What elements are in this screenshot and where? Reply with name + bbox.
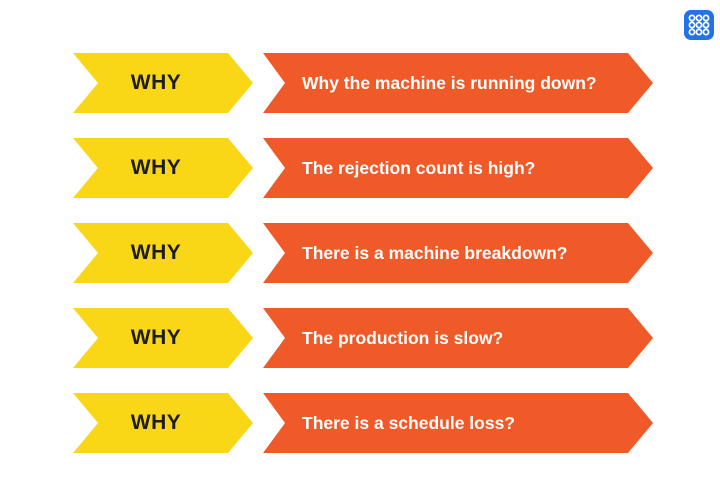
why-arrow-shape: WHY — [73, 393, 253, 453]
question-arrow-shape: There is a machine breakdown? — [263, 223, 653, 283]
why-label: WHY — [130, 71, 182, 94]
why-label: WHY — [130, 411, 182, 434]
question-arrow-shape: The production is slow? — [263, 308, 653, 368]
question-label: Why the machine is running down? — [302, 72, 597, 93]
why-row: WHY There is a machine breakdown? — [73, 223, 653, 283]
why-row: WHY The production is slow? — [73, 308, 653, 368]
why-label: WHY — [130, 326, 182, 349]
question-arrow-shape: The rejection count is high? — [263, 138, 653, 198]
question-label: The production is slow? — [302, 327, 504, 348]
why-arrow-shape: WHY — [73, 223, 253, 283]
question-label: The rejection count is high? — [302, 157, 536, 178]
question-arrow-shape: Why the machine is running down? — [263, 53, 653, 113]
why-arrow-shape: WHY — [73, 138, 253, 198]
why-label: WHY — [130, 241, 182, 264]
why-arrow-shape: WHY — [73, 53, 253, 113]
why-label: WHY — [130, 156, 182, 179]
apps-grid-icon-svg — [684, 10, 714, 40]
question-label: There is a machine breakdown? — [302, 242, 568, 263]
why-row: WHY There is a schedule loss? — [73, 393, 653, 453]
question-label: There is a schedule loss? — [302, 412, 515, 433]
why-row: WHY Why the machine is running down? — [73, 53, 653, 113]
why-arrow-shape: WHY — [73, 308, 253, 368]
apps-grid-icon[interactable] — [684, 10, 714, 40]
why-row: WHY The rejection count is high? — [73, 138, 653, 198]
question-arrow-shape: There is a schedule loss? — [263, 393, 653, 453]
